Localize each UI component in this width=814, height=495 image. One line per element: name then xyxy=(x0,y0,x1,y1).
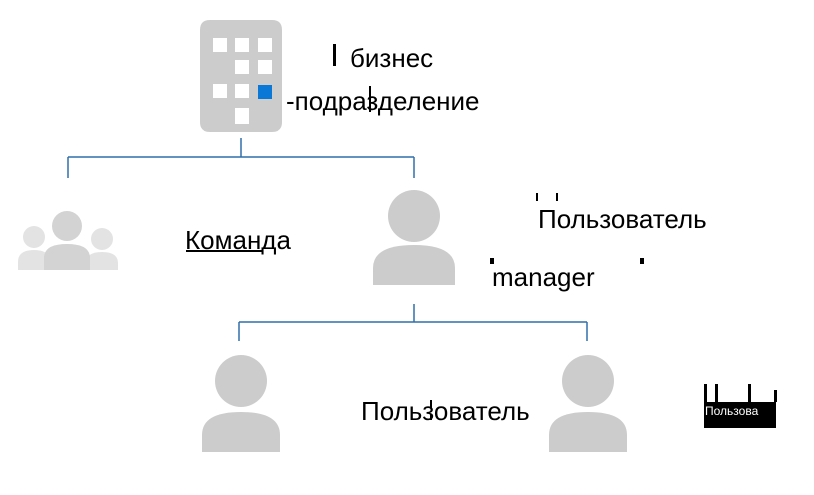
manager-user-icon xyxy=(373,190,455,285)
user-left-label: Пользователь xyxy=(361,396,530,426)
team-label: Команда xyxy=(185,225,291,255)
building-accent-window xyxy=(258,85,272,99)
user-right-label: Пользова xyxy=(705,404,759,418)
text-remnants xyxy=(186,44,777,420)
manager-label-line1: Пользователь xyxy=(538,204,707,234)
user-right-label-badge: Пользова xyxy=(704,402,776,428)
user-right-icon xyxy=(549,355,627,452)
connector-lines xyxy=(67,138,588,341)
manager-label-line2: manager xyxy=(492,262,595,292)
business-unit-label-line2: -подразделение xyxy=(286,86,480,116)
user-left-icon xyxy=(202,355,280,452)
business-unit-label-line1: бизнес xyxy=(350,43,434,73)
building-icon xyxy=(200,20,282,132)
group-icon xyxy=(18,211,118,270)
